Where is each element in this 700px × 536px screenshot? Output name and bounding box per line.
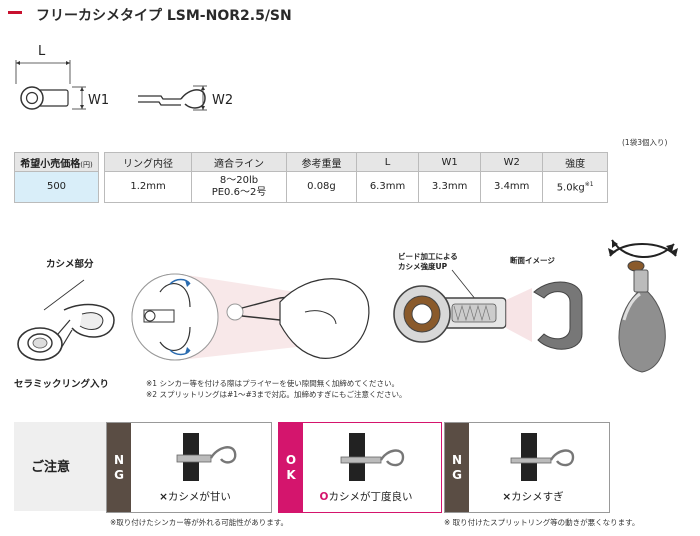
bead-ring-illustration [393, 269, 583, 350]
spec-header: W2 [480, 152, 544, 172]
ok-illustration [340, 433, 405, 481]
dimension-drawing-top [138, 85, 207, 111]
spec-header: W1 [418, 152, 482, 172]
callout-kashime: カシメ部分 [46, 259, 94, 270]
caution-box [14, 422, 106, 511]
pack-note: (1袋3個入り) [622, 138, 668, 147]
spec-value-strength: 5.0kg※1 [542, 171, 608, 203]
spec-header: リング内径 [103, 152, 193, 172]
page-title: フリーカシメタイプ LSM-NOR2.5/SN [36, 8, 292, 24]
ng-tight-illustration [510, 433, 575, 481]
panel-note-1: ※取り付けたシンカー等が外れる可能性があります。 [110, 518, 289, 527]
title-accent-bar [8, 11, 22, 14]
dim-label-l: L [38, 44, 46, 59]
note-1: ※1 シンカー等を付ける際はプライヤーを使い隙間無く加締めてください。 [146, 379, 399, 388]
dim-label-w1: W1 [88, 93, 110, 108]
panel-label: ×カシメすぎ [502, 491, 564, 503]
sinker-rotation-illustration [608, 239, 678, 373]
callout-bead: ビード加工によるカシメ強度UP [398, 252, 458, 271]
spec-value: 3.4mm [480, 171, 544, 203]
note-2: ※2 スプリットリングは#1～#3まで対応。加締めすぎにもご注意ください。 [146, 390, 407, 399]
spec-header: 参考重量 [285, 152, 357, 172]
dim-label-w2: W2 [212, 93, 234, 108]
spec-header-row: リング内径 適合ライン 参考重量 L W1 W2 強度 [103, 152, 608, 172]
ng-loose-illustration [176, 433, 237, 481]
spec-value: 3.3mm [418, 171, 482, 203]
callout-section: 断面イメージ [510, 256, 555, 265]
spec-header: 強度 [542, 152, 608, 172]
panel-label: ×カシメが甘い [159, 491, 231, 503]
spec-value: 0.08g [285, 171, 357, 203]
spec-value: 6.3mm [355, 171, 420, 203]
price-table: 希望小売価格(円) 500 [14, 152, 99, 203]
caution-title: ご注意 [31, 460, 71, 475]
spec-header: L [355, 152, 420, 172]
callout-ceramic: セラミックリング入り [14, 379, 110, 390]
dimension-drawing-side [15, 60, 86, 110]
panel-note-3: ※ 取り付けたスプリットリング等の動きが悪くなります。 [444, 518, 640, 527]
ceramic-ring-illustration [17, 279, 115, 361]
panel-label: Oカシメが丁度良い [319, 491, 413, 503]
spec-value: 1.2mm [103, 171, 193, 203]
pliers-hand-illustration [131, 273, 370, 361]
price-value: 500 [14, 171, 99, 203]
price-header: 希望小売価格(円) [14, 152, 99, 172]
spec-table: リング内径 適合ライン 参考重量 L W1 W2 強度 1.2mm 8～20lb… [103, 152, 608, 203]
spec-header: 適合ライン [191, 152, 287, 172]
